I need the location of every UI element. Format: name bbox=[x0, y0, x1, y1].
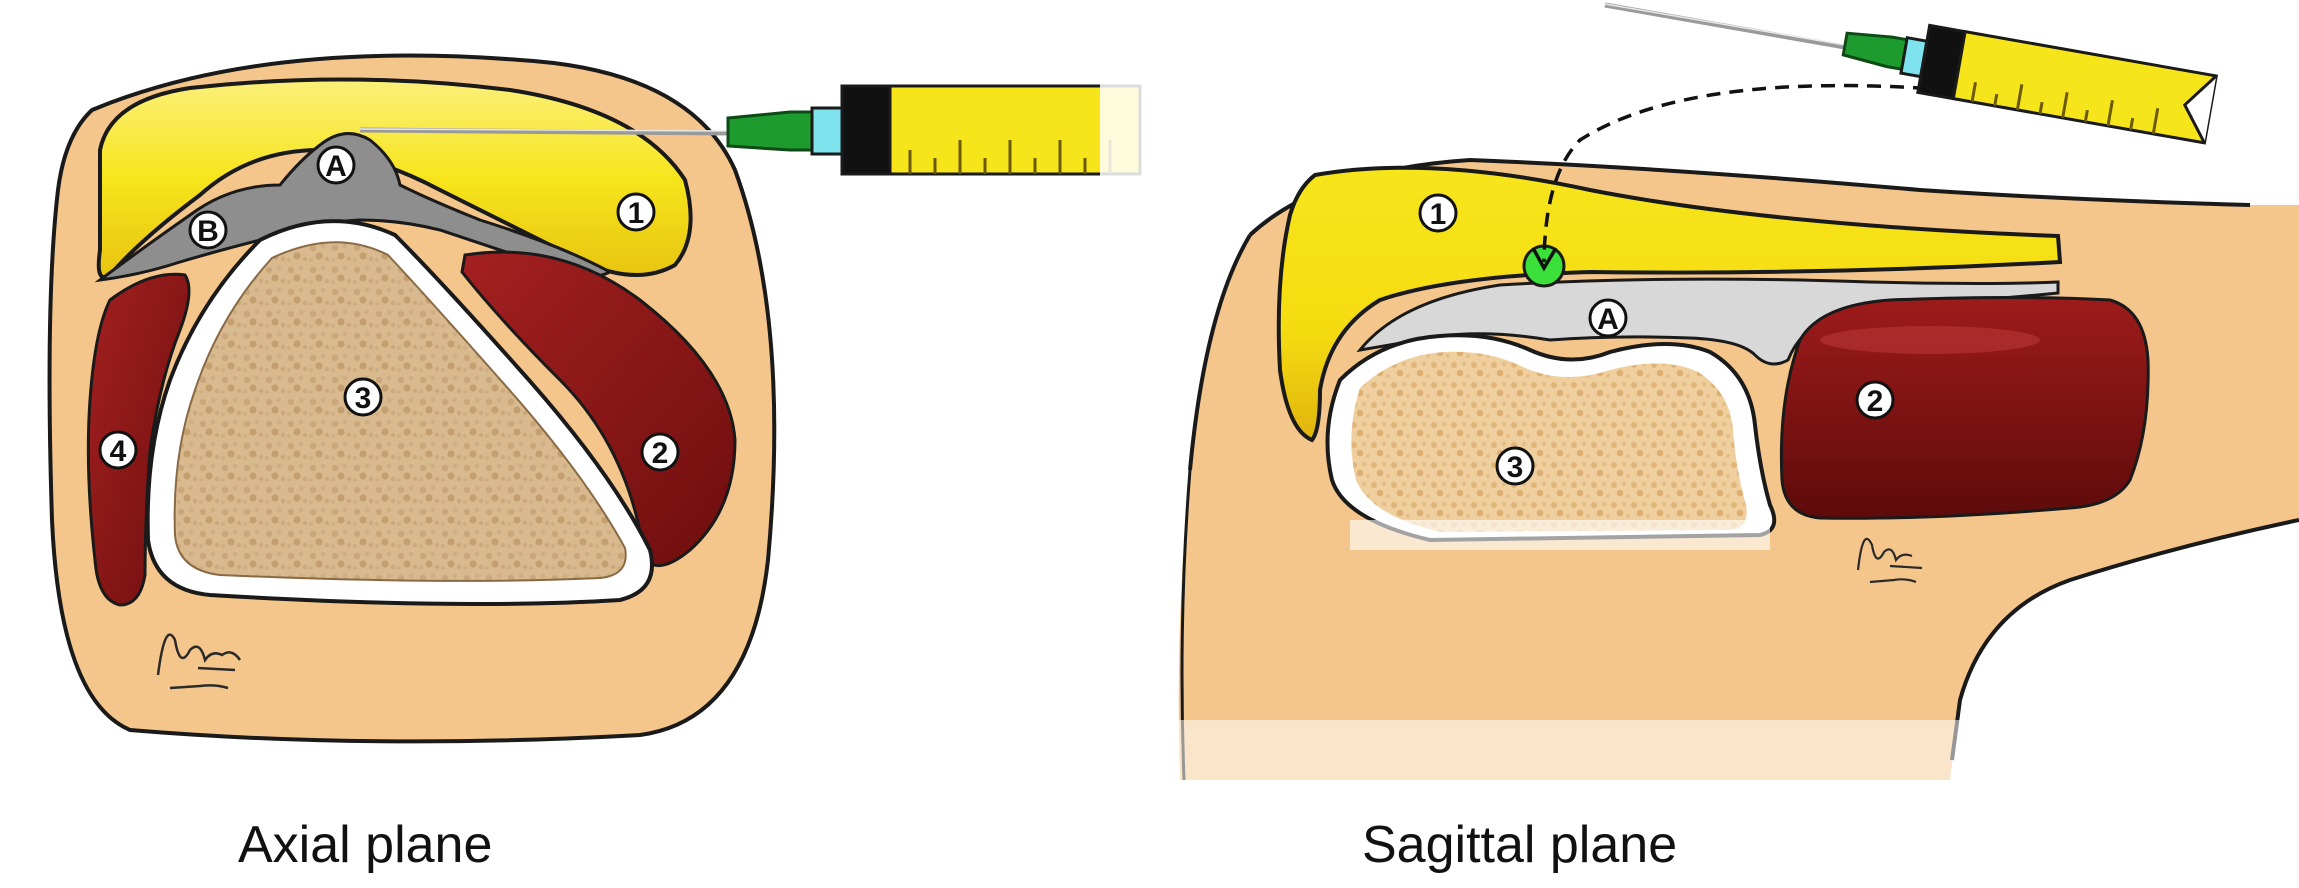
axial-bone-3 bbox=[173, 241, 627, 582]
sagittal-label-A: A bbox=[1588, 298, 1628, 338]
axial-muscle-2 bbox=[460, 250, 737, 568]
axial-signature bbox=[156, 633, 242, 690]
axial-label-1: 1 bbox=[616, 192, 656, 232]
axial-needle bbox=[359, 127, 731, 136]
sagittal-needle bbox=[1604, 2, 1846, 50]
sagittal-bone-3 bbox=[1351, 351, 1747, 532]
sagittal-syringe bbox=[1841, 23, 2219, 145]
svg-text:1: 1 bbox=[1430, 198, 1447, 231]
axial-diagram: A B 1 2 3 4 bbox=[47, 53, 1170, 744]
axial-plane-panel: A B 1 2 3 4 Axial plane bbox=[47, 53, 1170, 874]
svg-text:A: A bbox=[325, 150, 347, 183]
svg-text:B: B bbox=[197, 215, 219, 248]
sagittal-signature bbox=[1856, 537, 1923, 584]
svg-text:A: A bbox=[1597, 303, 1619, 336]
sagittal-label-2: 2 bbox=[1855, 380, 1895, 420]
axial-fat-pad bbox=[96, 77, 693, 280]
svg-text:1: 1 bbox=[628, 197, 645, 230]
axial-label-A: A bbox=[316, 145, 356, 185]
axial-muscle-4 bbox=[86, 272, 191, 607]
axial-label-4: 4 bbox=[98, 430, 138, 470]
axial-syringe bbox=[726, 84, 1170, 176]
svg-text:2: 2 bbox=[652, 437, 669, 470]
svg-text:4: 4 bbox=[110, 435, 127, 468]
sagittal-plane-caption: Sagittal plane bbox=[1362, 816, 1678, 874]
svg-text:2: 2 bbox=[1867, 385, 1884, 418]
axial-label-B: B bbox=[188, 210, 228, 250]
sagittal-muscle-2 bbox=[1779, 296, 2150, 520]
axial-plane-caption: Axial plane bbox=[238, 816, 493, 874]
injection-trajectory-arrow bbox=[1542, 83, 1951, 263]
axial-label-2: 2 bbox=[640, 432, 680, 472]
sagittal-label-1: 1 bbox=[1418, 193, 1458, 233]
axial-label-3: 3 bbox=[343, 377, 383, 417]
svg-text:3: 3 bbox=[355, 382, 372, 415]
sagittal-diagram: 1 A 2 3 bbox=[1170, 2, 2299, 790]
sagittal-label-3: 3 bbox=[1495, 446, 1535, 486]
svg-text:3: 3 bbox=[1507, 451, 1524, 484]
sagittal-plane-panel: 1 A 2 3 Sagittal plane bbox=[1170, 0, 2299, 888]
